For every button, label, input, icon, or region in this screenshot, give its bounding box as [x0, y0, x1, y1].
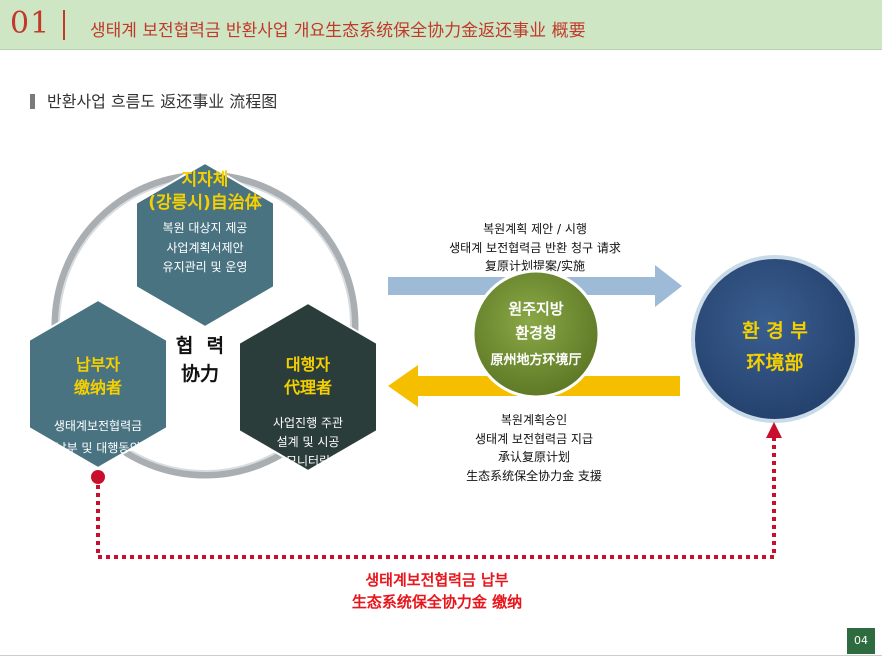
payment-origin-dot: [91, 470, 105, 484]
proposal-text: 复原计划提案/实施: [485, 258, 585, 273]
page-title: 생태계 보전협력금 반환사업 개요生态系统保全协力金返还事业 概要: [90, 21, 586, 41]
payer-title-kr: 납부자: [76, 355, 120, 374]
header-bar: 01 생태계 보전협력금 반환사업 개요生态系统保全协力金返还事业 概要: [0, 0, 882, 50]
payer-title-cn: 缴纳者: [74, 378, 122, 397]
footer-divider: [0, 655, 882, 656]
page-number: 04: [847, 628, 875, 654]
local-gov-duty: 사업계획서제안: [166, 241, 243, 255]
cooperation-label-kr: 협 력: [176, 335, 224, 357]
approval-text: 承认复原计划: [498, 450, 570, 464]
ministry-name-cn: 环境部: [746, 351, 803, 374]
approval-text: 생태계 보전협력금 지급: [475, 432, 593, 446]
payer-hexagon: [28, 298, 168, 470]
regional-office-name: 원주지방: [508, 300, 563, 318]
subheading-text: 반환사업 흐름도 返还事业 流程图: [47, 92, 278, 111]
payer-duty: 납부 및 대행동의: [56, 440, 141, 455]
local-gov-hexagon: [135, 161, 275, 329]
subheading-bullet: [30, 94, 35, 109]
agent-duty: 모니터링: [286, 454, 330, 468]
regional-office-circle: [471, 269, 601, 399]
subheading: 반환사업 흐름도 返还事业 流程图: [30, 88, 277, 112]
approval-text: 生态系统保全协力金 支援: [466, 468, 602, 483]
payment-dotted-path: [96, 438, 776, 559]
payment-label-kr: 생태계보전협력금 납부: [365, 571, 508, 589]
local-gov-duty: 유지관리 및 운영: [163, 260, 248, 274]
agent-duty: 설계 및 시공: [277, 435, 340, 449]
agent-duty: 사업진행 주관: [273, 415, 343, 430]
agent-title-cn: 代理者: [283, 378, 332, 397]
local-gov-title-cn: (강릉시)自治体: [148, 192, 262, 213]
regional-office-name: 환경청: [515, 324, 556, 342]
local-gov-duty: 복원 대상지 제공: [163, 221, 248, 235]
local-gov-title-kr: 지자체: [182, 170, 229, 190]
agent-hexagon: [238, 301, 378, 473]
approval-text: 복원계획승인: [501, 413, 567, 427]
payment-label-cn: 生态系统保全协力金 缴纳: [352, 593, 522, 611]
header-divider: [63, 10, 65, 40]
regional-office-name-cn: 原州地方环境厅: [490, 352, 581, 368]
ministry-name-kr: 환 경 부: [742, 320, 808, 342]
cooperation-label-cn: 协力: [181, 362, 219, 385]
ministry-circle: [691, 255, 859, 423]
payment-arrowhead: [766, 422, 782, 438]
payer-duty: 생태계보전협력금: [54, 419, 142, 433]
proposal-text: 복원계획 제안 / 시행: [483, 221, 587, 236]
agent-title-kr: 대행자: [286, 355, 330, 374]
section-number: 01: [10, 6, 51, 41]
proposal-text: 생태계 보전협력금 반환 청구 请求: [449, 241, 621, 255]
